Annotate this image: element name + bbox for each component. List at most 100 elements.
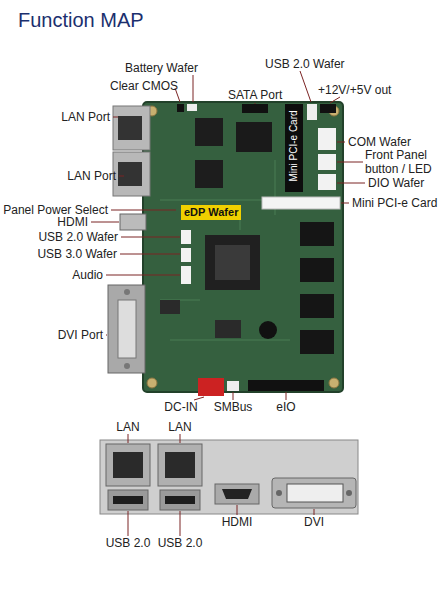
- leader-line: [113, 117, 118, 118]
- pcb-board: [147, 378, 157, 388]
- memory-chip: [300, 294, 334, 318]
- connector: [187, 104, 197, 111]
- part-label: eDP Wafer: [181, 205, 241, 220]
- part-label: LAN: [116, 420, 139, 434]
- chip: [215, 320, 241, 338]
- rear-panel: [113, 496, 143, 504]
- part-label: Audio: [72, 268, 103, 282]
- leader-line: [337, 162, 363, 163]
- rear-panel: [276, 490, 282, 496]
- leader-line: [193, 75, 194, 102]
- rear-panel: [108, 490, 148, 510]
- chip: [160, 118, 272, 338]
- pcb-board: [143, 102, 343, 392]
- connector: [242, 104, 268, 113]
- hdmi-connector: [120, 214, 146, 230]
- dvi-connector: [118, 300, 136, 358]
- connector: [318, 154, 336, 170]
- leader-line: [330, 97, 340, 103]
- part-label: COM Wafer: [348, 135, 411, 149]
- leader-line: [337, 183, 365, 184]
- part-label: LAN: [168, 420, 191, 434]
- part-label: DIO Wafer: [368, 176, 424, 190]
- rear-panel: [113, 452, 143, 478]
- leader-line: [120, 254, 180, 255]
- rear-panel: [106, 444, 150, 486]
- leader-line: [255, 103, 256, 104]
- pcb-board: [329, 378, 339, 388]
- part-label: Mini PCI-e Card: [352, 196, 437, 210]
- leader-line: [119, 176, 124, 177]
- part-label: DVI Port: [58, 328, 103, 342]
- connector: [181, 248, 191, 262]
- rear-panel: [158, 444, 202, 486]
- capacitor: [259, 321, 277, 339]
- memory-chip: [300, 330, 334, 354]
- pcb-board: [143, 102, 343, 392]
- dvi-connector: [124, 363, 130, 369]
- connector: [181, 266, 191, 284]
- part-label: USB 3.0 Wafer: [37, 247, 117, 261]
- part-label: Battery Wafer: [125, 61, 198, 75]
- rear-panel: [100, 440, 358, 514]
- leader-line: [91, 222, 119, 223]
- part-label: SATA Port: [228, 88, 282, 102]
- mini-pcie-slot: [262, 104, 340, 209]
- part-label: DC-IN: [164, 400, 197, 414]
- leader-line: [286, 392, 287, 400]
- rear-panel: [160, 490, 200, 510]
- part-label: Panel Power Select: [3, 203, 108, 217]
- leader-line: [337, 142, 345, 143]
- connector: [177, 104, 184, 112]
- part-label: USB 2.0: [158, 536, 203, 550]
- leader-line: [106, 275, 180, 276]
- rear-panel: [222, 489, 252, 499]
- chip: [160, 300, 180, 314]
- rear-panel: [346, 490, 352, 496]
- leader-line: [121, 237, 180, 238]
- pcb-board: [160, 160, 290, 340]
- lan-jack: [118, 162, 142, 186]
- lan-jack: [113, 106, 150, 196]
- connector: [198, 378, 224, 396]
- part-label: +12V/+5V out: [318, 83, 391, 97]
- leader-line: [128, 511, 129, 536]
- connector: [318, 128, 336, 150]
- leader-line: [180, 434, 181, 443]
- hdmi-connector: [120, 214, 146, 230]
- rear-panel: [215, 484, 259, 504]
- chip: [195, 118, 223, 146]
- leader-line: [300, 71, 311, 102]
- connector: [227, 381, 239, 391]
- leader-line: [180, 511, 181, 536]
- connector: [307, 104, 317, 120]
- leader-line: [341, 203, 349, 204]
- rear-panel: [287, 484, 343, 502]
- lan-jack: [118, 116, 142, 140]
- mini-pcie-slot: [285, 104, 303, 192]
- part-label: DVI: [304, 515, 324, 529]
- part-label: HDMI: [222, 515, 253, 529]
- leader-line: [128, 434, 129, 443]
- connector: [320, 104, 336, 113]
- leader-line: [91, 71, 365, 536]
- connector: [177, 104, 336, 396]
- memory-chip: [300, 222, 334, 354]
- connector: [318, 174, 336, 190]
- connector: [181, 230, 191, 244]
- part-label: Front Panel button / LED: [365, 148, 441, 176]
- dvi-connector: [108, 285, 145, 373]
- capacitor: [259, 321, 277, 339]
- lan-jack: [113, 152, 150, 196]
- part-label: LAN Port: [61, 110, 110, 124]
- leader-line: [194, 397, 204, 400]
- chip: [195, 160, 223, 188]
- part-label: eIO: [276, 400, 295, 414]
- page-title: Function MAP: [18, 8, 144, 32]
- rear-panel: [272, 478, 356, 508]
- lan-jack: [113, 106, 150, 150]
- leader-line: [111, 210, 176, 211]
- memory-chip: [300, 222, 334, 246]
- part-label: USB 2.0 Wafer: [38, 230, 118, 244]
